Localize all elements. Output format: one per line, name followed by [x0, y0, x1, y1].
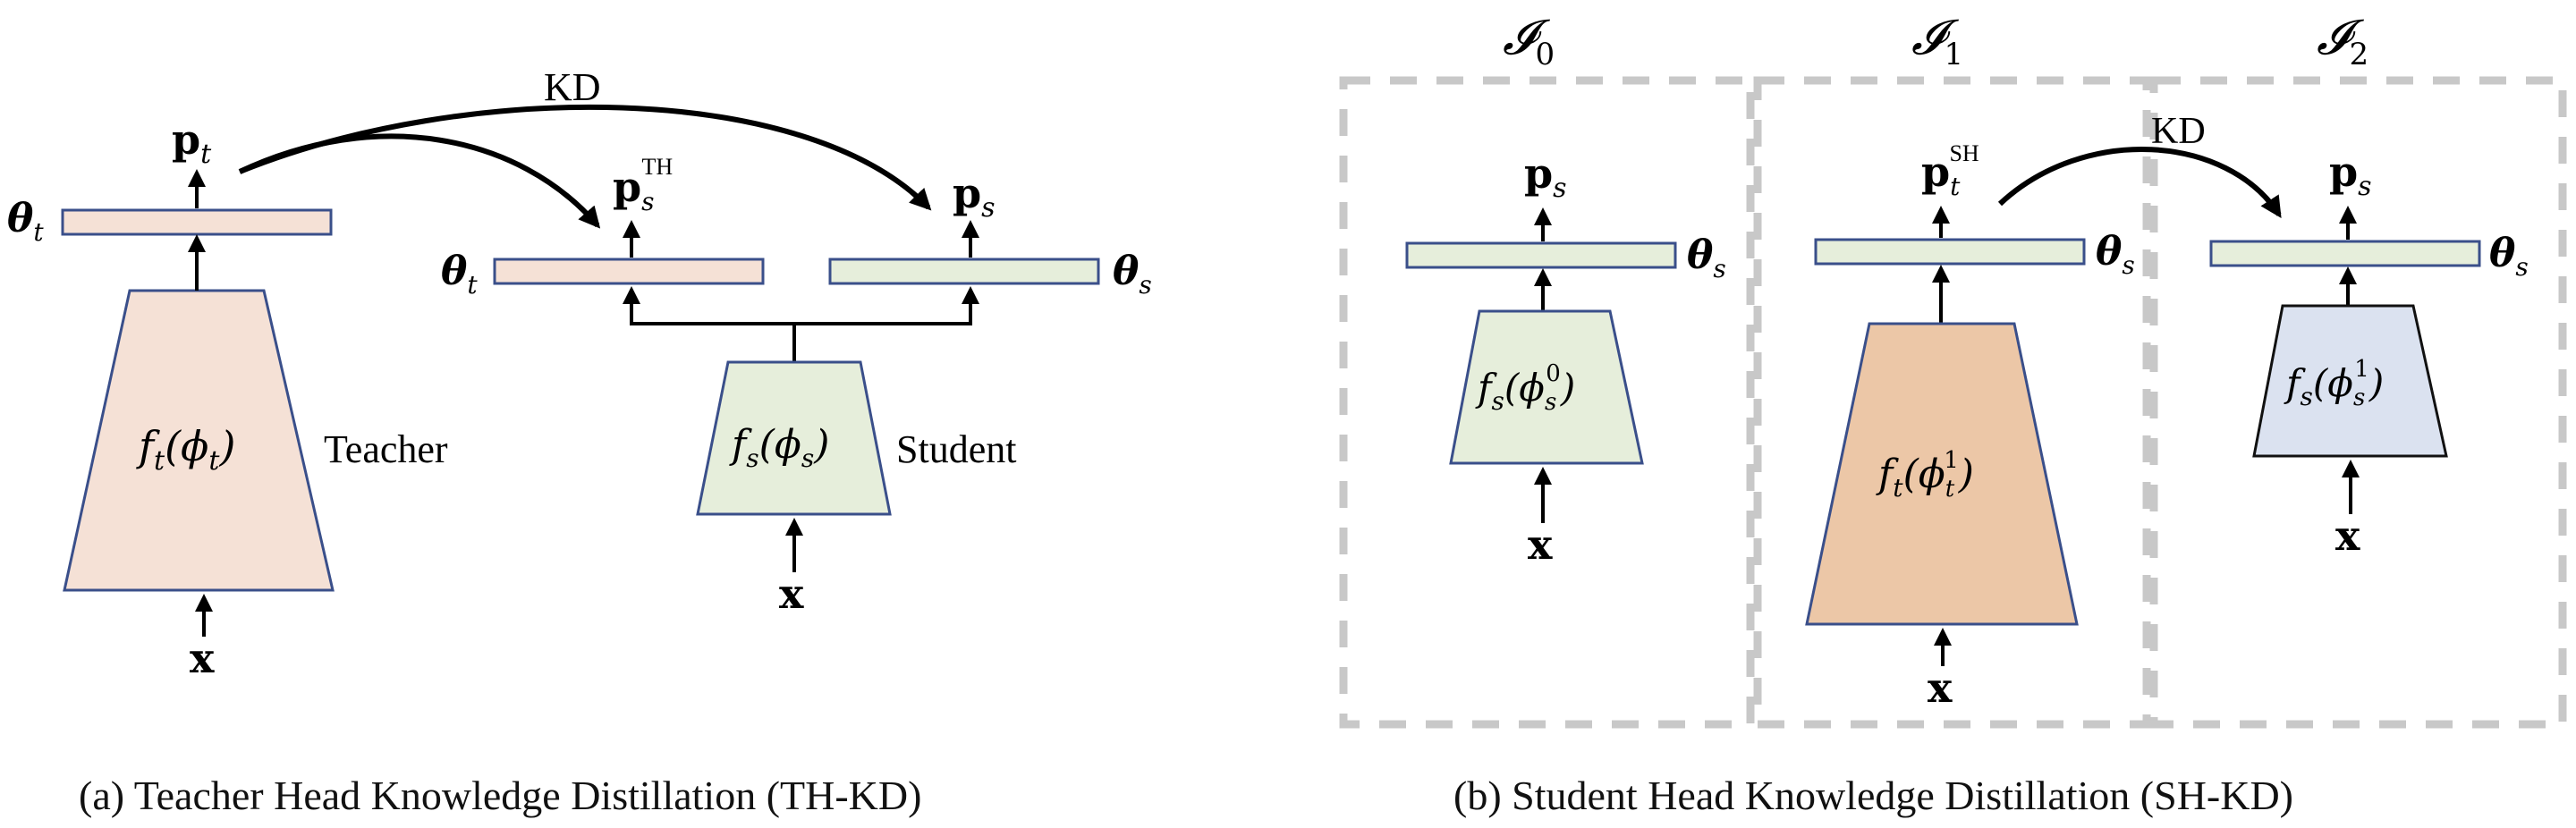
th-output: psTH [613, 154, 673, 216]
s1-backbone [1805, 322, 2079, 626]
kd-arrow-to-student [238, 104, 932, 211]
s2-head-theta: θs [2489, 231, 2529, 282]
panel-a: ft(ϕt) Teacher θt pt x KD θt psTH θs [7, 65, 1152, 818]
teacher-label: Teacher [324, 427, 448, 471]
s0-backbone-label: fs(ϕs0) [1475, 360, 1575, 416]
student-label: Student [896, 427, 1016, 471]
kd-arrow-b [1997, 147, 2282, 219]
th-head [493, 258, 765, 285]
student-head [828, 258, 1100, 285]
stage-2-frame [2149, 76, 2567, 729]
branch-connector [631, 322, 796, 362]
stage-2-title: 𝓘2 [2317, 9, 2368, 72]
s2-backbone-label: fs(ϕs1) [2284, 356, 2384, 411]
kd-label-a: KD [544, 65, 601, 109]
student-input: x [779, 570, 804, 618]
s2-head [2209, 240, 2481, 267]
stage-1-title: 𝓘1 [1911, 9, 1963, 72]
s1-input: x [1928, 663, 1953, 712]
stage-0-title: 𝓘0 [1503, 9, 1555, 72]
student-output: ps [953, 169, 996, 224]
stage-1-frame [1753, 76, 2151, 729]
s0-head-theta: θs [1687, 232, 1726, 283]
s1-head-theta: θs [2096, 229, 2135, 280]
s0-output: ps [1524, 149, 1567, 204]
kd-label-b: KD [2151, 111, 2206, 152]
teacher-head [61, 208, 333, 236]
student-head-theta: θs [1113, 249, 1152, 300]
th-head-theta: θt [441, 249, 478, 300]
caption-a: (a) Teacher Head Knowledge Distillation … [79, 773, 921, 818]
s2-backbone [2252, 304, 2448, 458]
teacher-output: pt [172, 115, 212, 170]
teacher-input: x [190, 634, 215, 682]
teacher-backbone-label: ft(ϕt) [136, 422, 235, 477]
s1-backbone-label: ft(ϕt1) [1876, 447, 1974, 503]
s1-head [1814, 238, 2086, 266]
s2-input: x [2335, 511, 2360, 560]
student-backbone-label: fs(ϕs) [729, 422, 829, 473]
s0-backbone [1449, 309, 1644, 465]
student-backbone [696, 360, 892, 516]
teacher-backbone [63, 289, 335, 592]
teacher-head-theta: θt [7, 196, 44, 247]
caption-b: (b) Student Head Knowledge Distillation … [1453, 773, 2293, 818]
s1-output: ptSH [1921, 140, 1979, 201]
s0-input: x [1528, 520, 1553, 569]
s0-head [1405, 241, 1677, 269]
panel-b: 𝓘0 𝓘1 𝓘2 θs ps fs(ϕs0) x θs ptSH [1339, 9, 2567, 818]
s2-output: ps [2329, 148, 2372, 202]
stage-0-frame [1339, 76, 1755, 729]
